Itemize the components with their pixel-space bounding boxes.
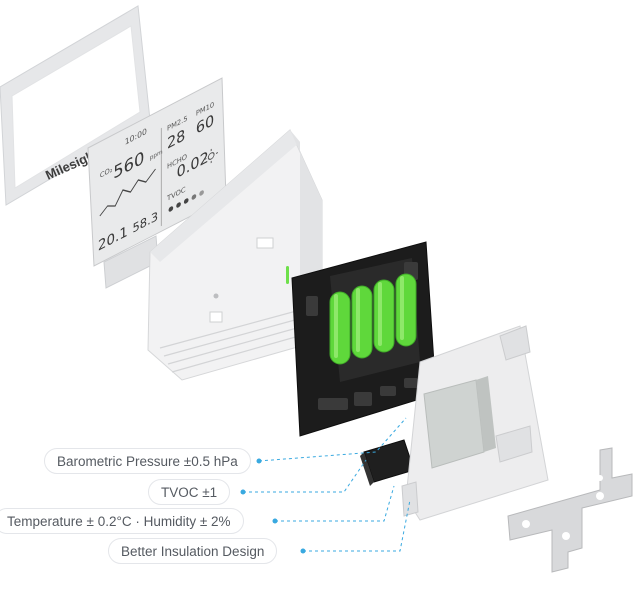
- callout-barometric-pressure: Barometric Pressure ±0.5 hPa: [44, 448, 251, 474]
- callout-text: Temperature ± 0.2°C · Humidity ± 2%: [7, 514, 231, 529]
- lcd-tvoc-level-dots: [168, 190, 204, 212]
- sun-icon: [204, 148, 218, 164]
- status-led: [286, 266, 289, 284]
- e-ink-display: 10:00 CO₂ 560 ppm 20.1 58.3 PM2.5 28 PM1…: [87, 77, 227, 289]
- lcd-trend-graph: [99, 168, 156, 217]
- leader-line-temp-humidity: [275, 485, 395, 522]
- callout-tvoc: TVOC ±1: [148, 479, 231, 505]
- mounting-bracket: [507, 447, 633, 573]
- leader-line-tvoc: [243, 459, 367, 493]
- callout-insulation-design: Better Insulation Design: [108, 538, 278, 564]
- back-housing: [401, 325, 549, 521]
- front-housing: [147, 129, 323, 381]
- circuit-board: [291, 241, 437, 437]
- sensor-module: [360, 439, 415, 486]
- vent-slots: [159, 309, 307, 373]
- callout-text: Better Insulation Design: [121, 544, 265, 559]
- leader-lines: [243, 417, 411, 552]
- callout-temperature-humidity: Temperature ± 0.2°C · Humidity ± 2%: [0, 508, 244, 534]
- leader-dots: [240, 458, 306, 554]
- rear-clips: [401, 325, 533, 517]
- pcb-components: [306, 262, 418, 410]
- front-bezel-frame: Milesight: [0, 5, 151, 206]
- callout-text: Barometric Pressure ±0.5 hPa: [57, 454, 238, 469]
- leader-line-insulation: [303, 499, 411, 552]
- callout-text: TVOC ±1: [161, 485, 218, 500]
- battery-pack: [329, 273, 417, 365]
